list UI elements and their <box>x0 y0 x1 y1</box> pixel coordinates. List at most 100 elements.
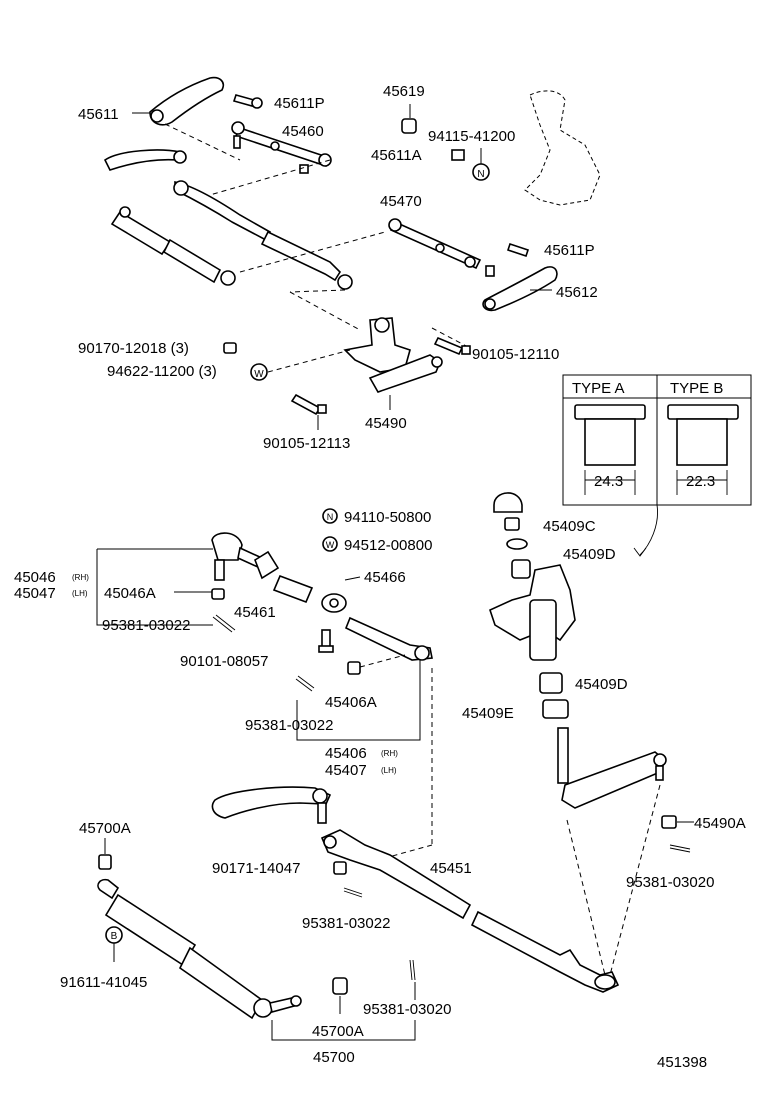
clamp-45466 <box>321 593 347 613</box>
bolt-45611p-b <box>506 242 530 258</box>
label-45611p-a: 45611P <box>274 95 325 112</box>
relay-rod-45470 <box>388 218 495 277</box>
label-45047: 45047 <box>14 585 56 602</box>
label-45407-lh: (LH) <box>381 766 397 775</box>
label-45409c: 45409C <box>543 518 596 535</box>
idler-bracket-bottom <box>489 564 576 661</box>
label-45700a-a: 45700A <box>79 820 131 837</box>
center-link-45451 <box>320 829 620 993</box>
marker-b: B <box>105 926 123 944</box>
cotter-pin-a <box>212 614 236 633</box>
label-95381d: 95381-03022 <box>302 915 390 932</box>
bolt-45611p-a <box>232 94 263 109</box>
marker-n-bottom: N <box>322 508 338 524</box>
bushing-45619 <box>401 118 417 134</box>
idler-arm-45612 <box>482 266 558 312</box>
label-95381e: 95381-03020 <box>363 1001 451 1018</box>
label-45046a: 45046A <box>104 585 156 602</box>
label-45612: 45612 <box>556 284 598 301</box>
label-45619: 45619 <box>383 83 425 100</box>
svg-text:N: N <box>327 512 334 522</box>
label-45046-rh: (RH) <box>72 573 89 582</box>
idler-arm-bottom <box>557 727 667 809</box>
label-91611: 91611-41045 <box>60 974 147 991</box>
cotter-pin-e <box>409 959 416 981</box>
tie-rod-end-upper-left <box>103 149 187 171</box>
labels-top: 45611 45611P 45460 45619 94115-41200 456… <box>78 83 598 452</box>
label-90105b: 90105-12113 <box>263 435 350 452</box>
label-45611p-b: 45611P <box>544 242 595 259</box>
label-45611a: 45611A <box>371 147 422 164</box>
label-94512: 94512-00800 <box>344 537 432 554</box>
label-45409d-b: 45409D <box>575 676 628 693</box>
label-94110: 94110-50800 <box>344 509 431 526</box>
nut-45490a <box>661 815 677 829</box>
svg-text:N: N <box>477 169 484 180</box>
label-45460: 45460 <box>282 123 324 140</box>
tie-rod-45406 <box>344 616 433 661</box>
label-90170: 90170-12018 (3) <box>78 340 189 357</box>
svg-text:W: W <box>326 540 335 550</box>
label-45409d-a: 45409D <box>563 546 616 563</box>
label-45406a: 45406A <box>325 694 377 711</box>
nut-45406a <box>347 661 361 675</box>
cotter-pin-b <box>295 675 315 692</box>
label-45470: 45470 <box>380 193 422 210</box>
idler-bracket-45490 <box>343 317 443 393</box>
label-94115: 94115-41200 <box>428 128 515 145</box>
nut-90170 <box>223 342 237 354</box>
dust-cap-45409c <box>493 492 523 531</box>
label-90101: 90101-08057 <box>180 653 268 670</box>
label-95381a: 95381-03022 <box>102 617 190 634</box>
label-45409e: 45409E <box>462 705 514 722</box>
label-95381c: 95381-03020 <box>626 874 714 891</box>
label-45046: 45046 <box>14 569 56 586</box>
label-45406: 45406 <box>325 745 367 762</box>
labels-bottom: 94110-50800 94512-00800 45409C 45466 454… <box>14 509 746 1066</box>
nut-45700a-top <box>98 854 112 870</box>
bolt-90101 <box>318 629 334 653</box>
diagram-id: 451398 <box>657 1054 707 1071</box>
label-dim-a: 24.3 <box>594 473 623 490</box>
pitman-arm-45611 <box>149 76 225 126</box>
steering-knuckle-outline <box>524 90 601 206</box>
nut-45700a-bottom <box>332 977 348 995</box>
svg-text:B: B <box>111 931 118 942</box>
nut-45611a <box>451 149 465 161</box>
label-45451: 45451 <box>430 860 472 877</box>
label-45611: 45611 <box>78 106 119 123</box>
marker-w-bottom: W <box>322 536 338 552</box>
tie-rod-end-45046 <box>211 532 280 581</box>
label-45490a: 45490A <box>694 815 746 832</box>
label-type-b: TYPE B <box>670 380 723 397</box>
svg-text:W: W <box>254 369 264 380</box>
label-94622: 94622-11200 (3) <box>107 363 217 380</box>
washer-small <box>506 538 528 550</box>
label-45466: 45466 <box>364 569 406 586</box>
steering-damper-upper <box>110 206 236 286</box>
relay-rod-45460 <box>231 121 332 174</box>
label-type-a: TYPE A <box>572 380 625 397</box>
type-comparison-box <box>562 374 752 506</box>
label-dim-b: 22.3 <box>686 473 715 490</box>
label-95381b: 95381-03022 <box>245 717 333 734</box>
sleeve-45461 <box>272 574 314 604</box>
bushing-45409e <box>542 699 569 719</box>
label-90105a: 90105-12110 <box>472 346 559 363</box>
label-45047-lh: (LH) <box>72 589 88 598</box>
labels-type-box: TYPE A TYPE B 24.3 22.3 <box>572 380 723 490</box>
label-45406-rh: (RH) <box>381 749 398 758</box>
label-90171: 90171-14047 <box>212 860 300 877</box>
bushing-45409d-lower <box>539 672 563 694</box>
steering-damper-45700 <box>97 878 302 1020</box>
marker-n-top: N <box>472 163 490 181</box>
bolt-90105-12110 <box>433 336 471 356</box>
label-45700a-b: 45700A <box>312 1023 364 1040</box>
tie-rod-upper <box>173 180 353 290</box>
label-45407: 45407 <box>325 762 367 779</box>
bushing-45409d-upper <box>511 559 531 579</box>
marker-w-top: W <box>250 363 268 381</box>
cotter-pin-d <box>343 887 363 898</box>
label-45490: 45490 <box>365 415 407 432</box>
